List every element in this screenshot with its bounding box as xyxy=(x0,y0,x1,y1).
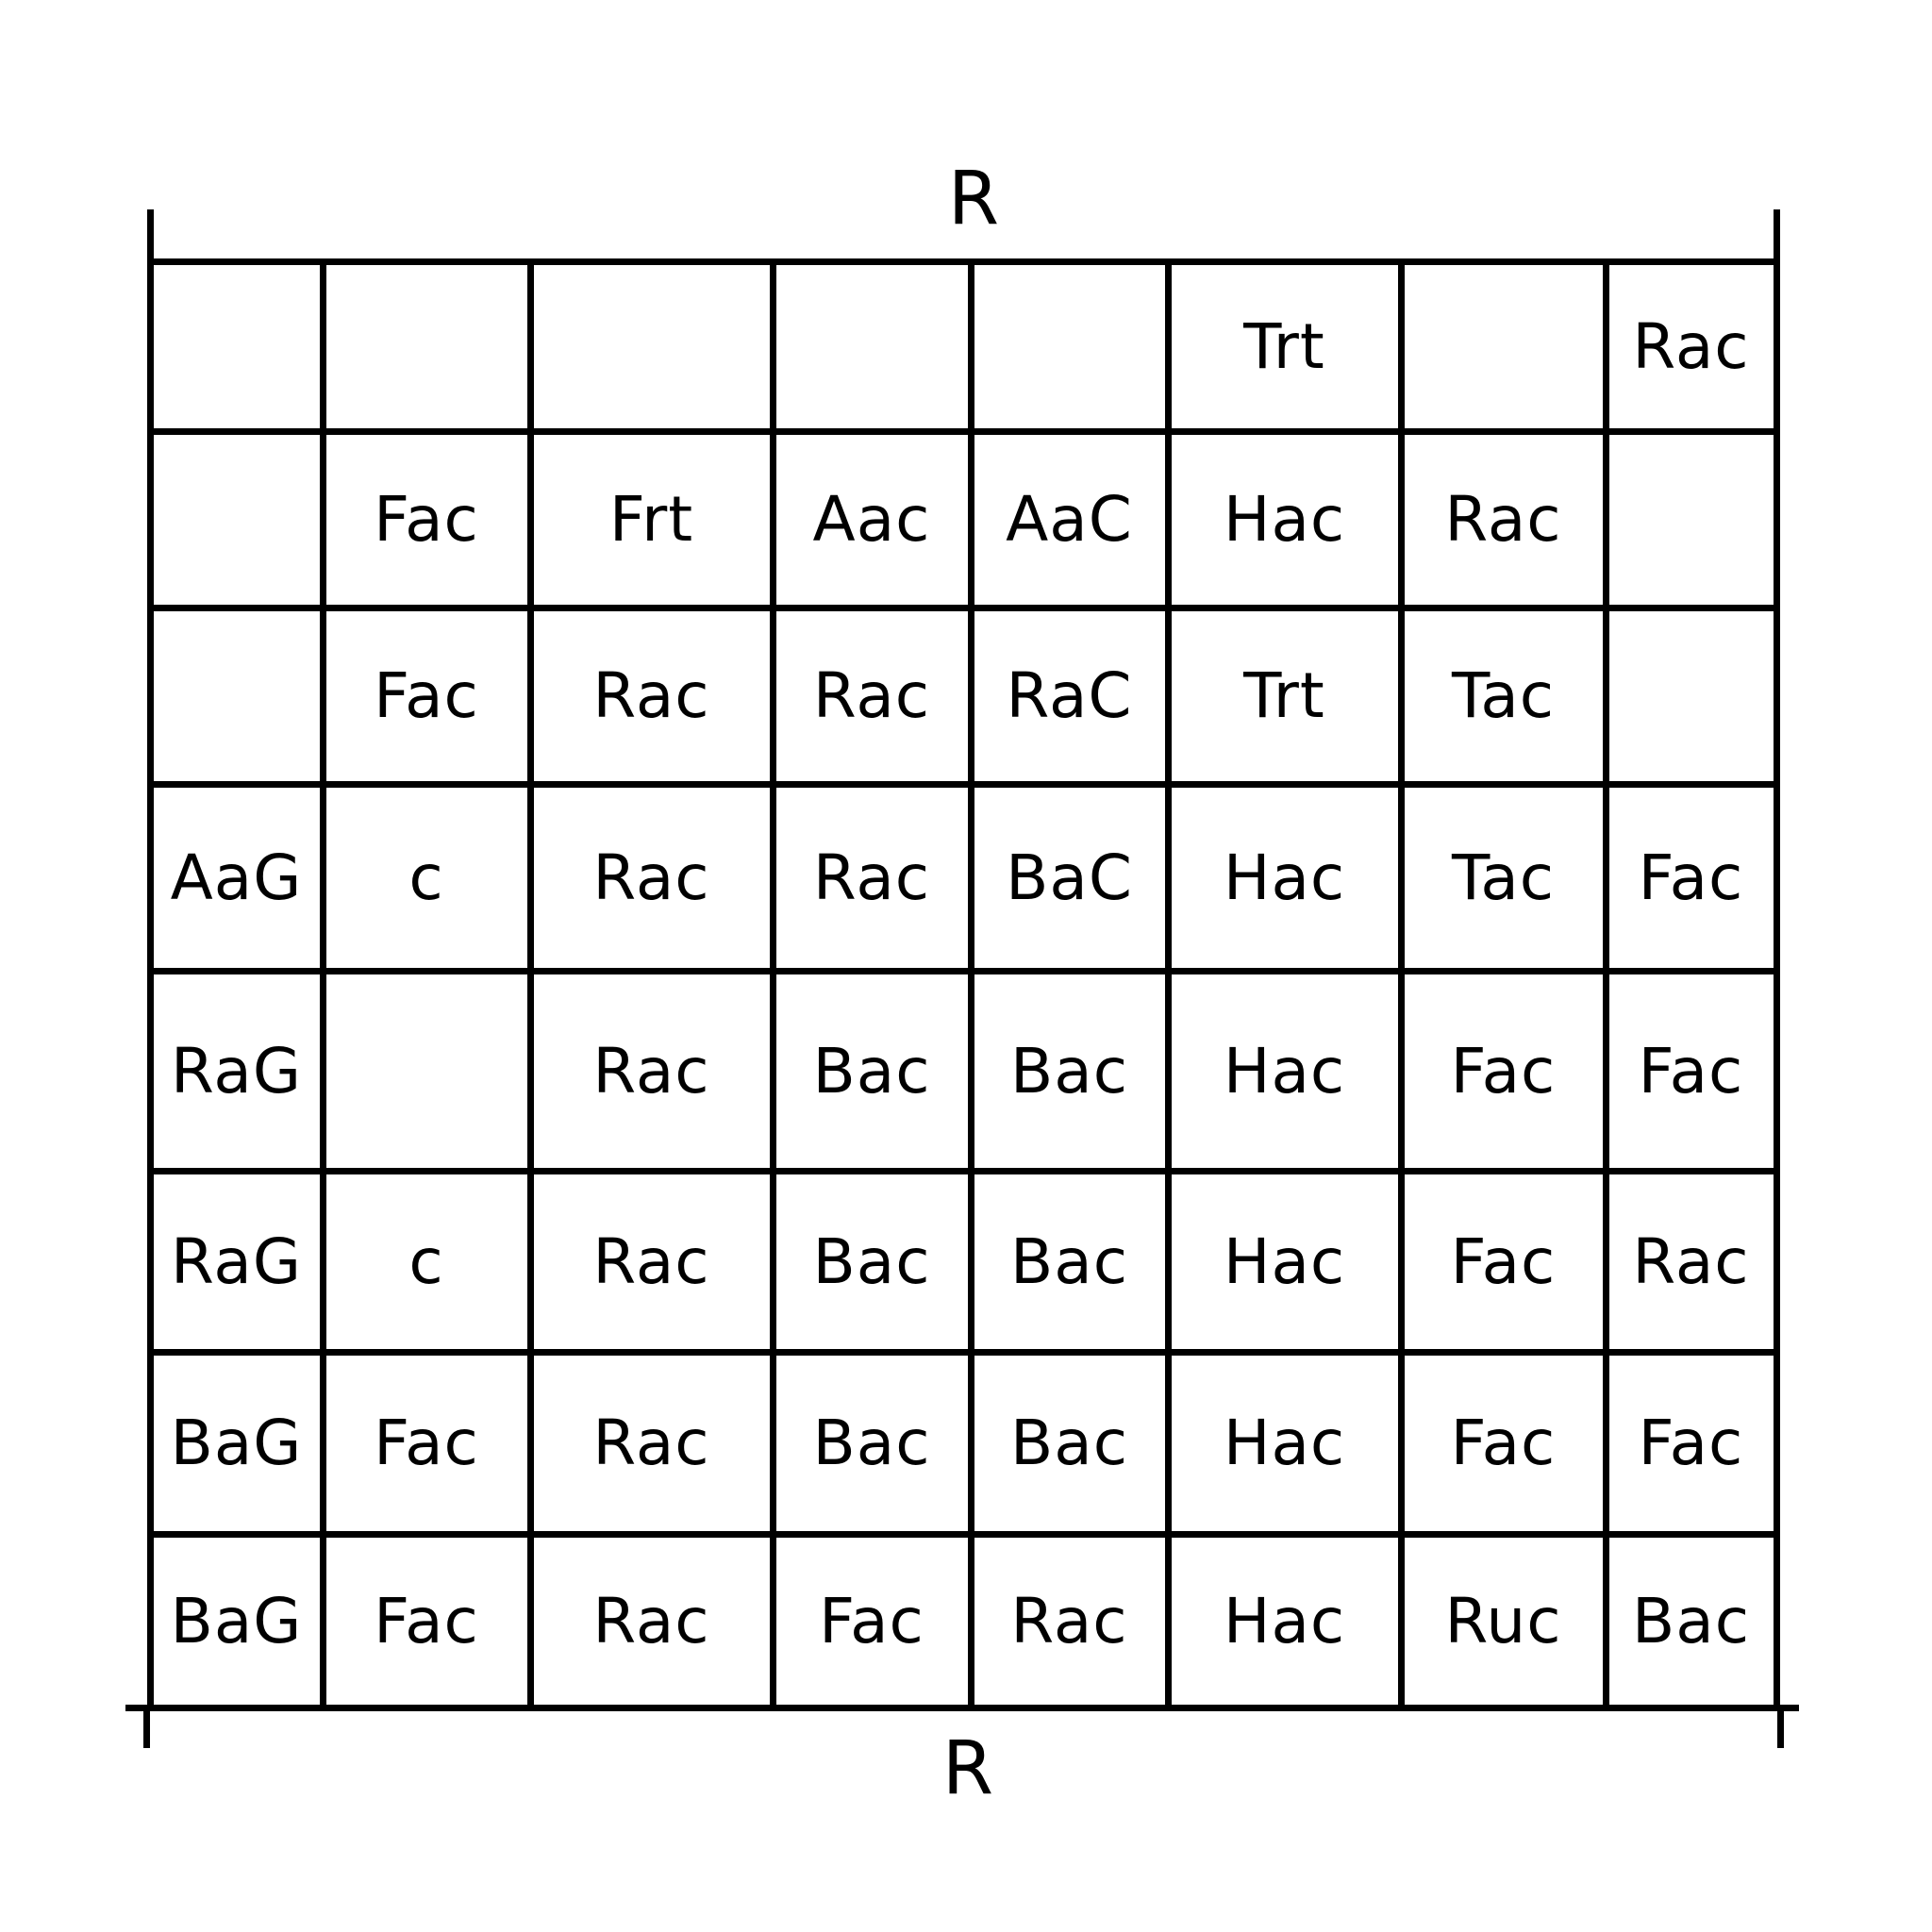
grid-cell xyxy=(323,971,530,1171)
grid-cell xyxy=(971,261,1168,431)
top-left-bracket xyxy=(147,209,154,264)
grid-cell: Fac xyxy=(1450,1034,1557,1108)
grid-cell: Frt xyxy=(608,483,694,556)
grid-horizontal-line xyxy=(147,605,1780,611)
grid-cell: Rac xyxy=(592,1224,710,1298)
grid-cell: AaG xyxy=(170,841,303,914)
grid-cell: Hac xyxy=(1223,1584,1346,1657)
grid-vertical-line xyxy=(527,258,534,1711)
grid-vertical-line xyxy=(1774,258,1780,1711)
grid-cell xyxy=(150,608,323,784)
grid-vertical-line xyxy=(1165,258,1172,1711)
grid-horizontal-line xyxy=(147,1349,1780,1356)
grid-cell: Fac xyxy=(1638,1407,1744,1479)
grid-cell xyxy=(150,261,323,431)
grid-cell: c xyxy=(408,841,444,914)
grid-horizontal-line xyxy=(147,781,1780,788)
grid-cell: Rac xyxy=(812,659,931,732)
top-label: R xyxy=(947,157,1000,242)
grid-horizontal-line xyxy=(147,968,1780,974)
grid-cell: Bac xyxy=(812,1034,931,1108)
grid-vertical-line xyxy=(147,258,154,1711)
grid-cell: RaG xyxy=(171,1034,302,1108)
grid-cell: Bac xyxy=(1009,1224,1128,1298)
grid-cell: BaG xyxy=(170,1584,303,1657)
grid-cell: Hac xyxy=(1223,483,1346,556)
grid-cell: Fac xyxy=(819,1584,924,1657)
grid-horizontal-line xyxy=(147,428,1780,435)
grid-cell xyxy=(1606,431,1776,608)
grid-cell: Fac xyxy=(1638,1034,1744,1108)
grid-cell: Fac xyxy=(374,659,479,732)
grid-cell: Rac xyxy=(592,1034,710,1108)
grid-cell: Rac xyxy=(592,841,710,914)
grid-cell: Rac xyxy=(812,841,931,914)
grid-vertical-line xyxy=(968,258,974,1711)
grid-cell: Fac xyxy=(1638,841,1744,914)
grid-cell: Hac xyxy=(1223,841,1346,914)
grid-cell: Bac xyxy=(812,1407,931,1479)
grid-cell: RaG xyxy=(171,1224,302,1298)
grid-cell xyxy=(150,431,323,608)
grid-vertical-line xyxy=(320,258,326,1711)
grid-cell: BaG xyxy=(170,1407,303,1479)
grid-cell xyxy=(1401,261,1606,431)
grid-vertical-line xyxy=(770,258,776,1711)
grid-horizontal-line xyxy=(147,258,1780,265)
grid-cell xyxy=(323,261,530,431)
grid-cell: Bac xyxy=(1009,1034,1128,1108)
grid-cell xyxy=(1606,608,1776,784)
top-right-bracket xyxy=(1774,209,1780,264)
bottom-right-tick xyxy=(1777,1705,1784,1748)
grid-vertical-line xyxy=(1603,258,1609,1711)
grid-cell: Trt xyxy=(1243,309,1325,383)
grid-cell: Hac xyxy=(1223,1224,1346,1298)
grid-cell xyxy=(530,261,773,431)
grid-cell: Hac xyxy=(1223,1034,1346,1108)
grid-cell: Ruc xyxy=(1444,1584,1562,1657)
grid-horizontal-line xyxy=(147,1705,1780,1711)
grid-cell: Aac xyxy=(812,483,931,556)
grid-cell: Fac xyxy=(374,483,479,556)
grid-cell: Bac xyxy=(812,1224,931,1298)
grid-cell: Rac xyxy=(1010,1584,1128,1657)
grid-cell: Fac xyxy=(374,1407,479,1479)
grid-cell: Fac xyxy=(374,1584,479,1657)
grid-cell: c xyxy=(408,1224,444,1298)
grid-cell: Rac xyxy=(1444,483,1562,556)
grid-cell: BaC xyxy=(1006,841,1133,914)
grid-vertical-line xyxy=(1398,258,1405,1711)
grid-cell: Bac xyxy=(1631,1584,1750,1657)
grid-cell: Fac xyxy=(1450,1407,1557,1479)
grid-horizontal-line xyxy=(147,1531,1780,1538)
grid-cell: Rac xyxy=(592,1584,710,1657)
grid-cell xyxy=(773,261,971,431)
grid-cell: AaC xyxy=(1006,483,1133,556)
grid-cell: Tac xyxy=(1451,659,1556,732)
grid-cell: Fac xyxy=(1450,1224,1557,1298)
grid-cell: Bac xyxy=(1009,1407,1128,1479)
bottom-label: R xyxy=(941,1726,994,1811)
grid-cell: Rac xyxy=(592,1407,710,1479)
grid-cell: Hac xyxy=(1223,1407,1346,1479)
grid-cell: Rac xyxy=(592,659,710,732)
grid-cell: Trt xyxy=(1243,659,1325,732)
grid-cell: Rac xyxy=(1632,1224,1750,1298)
grid-cell: Rac xyxy=(1632,309,1750,383)
grid-cell: Tac xyxy=(1451,841,1556,914)
bottom-left-tick xyxy=(143,1705,150,1748)
grid-cell: RaC xyxy=(1006,659,1133,732)
grid-horizontal-line xyxy=(147,1168,1780,1174)
